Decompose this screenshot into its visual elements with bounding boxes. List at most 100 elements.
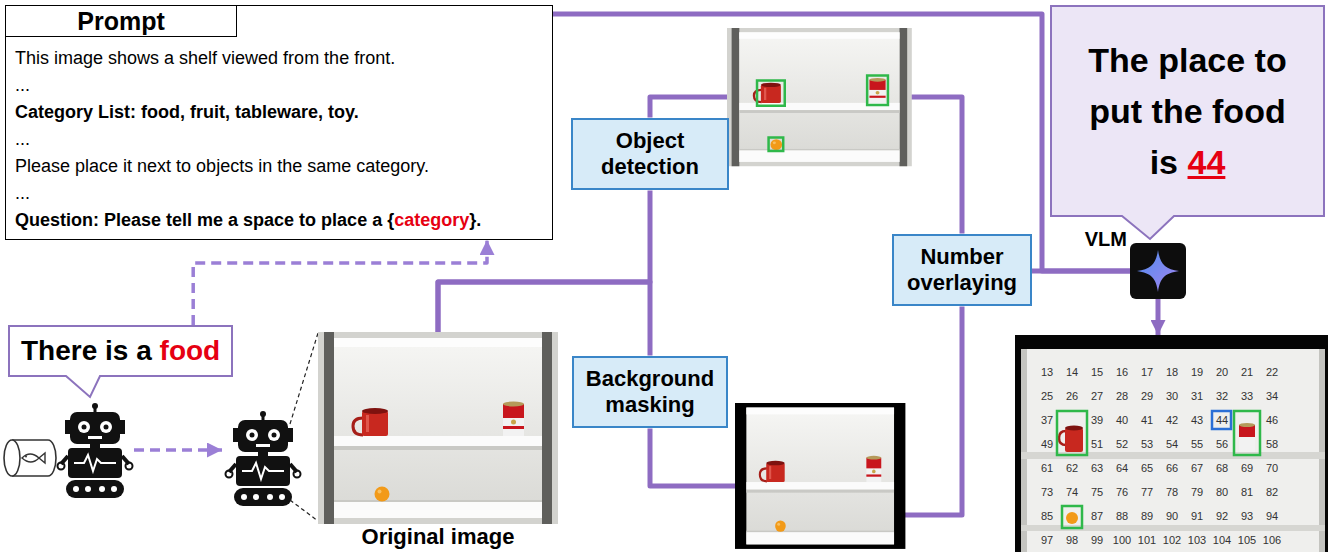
- grid-number: 74: [1066, 487, 1078, 498]
- bubble-shape: [1051, 6, 1324, 239]
- detection-box: [769, 137, 784, 151]
- grid-number: 41: [1141, 415, 1153, 426]
- prompt-heading: Prompt: [77, 7, 165, 35]
- bubble-text: There is a: [21, 335, 152, 366]
- grid-number: 53: [1141, 439, 1153, 450]
- grid-number: 25: [1041, 391, 1053, 402]
- prompt-text: Question: Please tell me a space to plac…: [15, 210, 382, 230]
- grid-number: 27: [1091, 391, 1103, 402]
- fish-eye: [25, 456, 27, 458]
- detection-box: [1057, 411, 1087, 455]
- masked-photo: [735, 403, 905, 549]
- grid-number: 75: [1091, 487, 1103, 498]
- grid-number: 70: [1266, 463, 1278, 474]
- prompt-line: Question: Please tell me a space to plac…: [15, 207, 543, 234]
- robot-icon: [58, 403, 133, 498]
- shelf-photo: [334, 338, 542, 518]
- grid-number: 68: [1216, 463, 1228, 474]
- box-label: Number overlaying: [907, 244, 1017, 295]
- grid-number: 46: [1266, 415, 1278, 426]
- grid-number: 66: [1166, 463, 1178, 474]
- grid-number: 63: [1091, 463, 1103, 474]
- answer-highlight: [1212, 411, 1231, 429]
- answer-bubble: The place to put the food is44: [1050, 5, 1325, 217]
- bubble-text: 44: [1188, 143, 1226, 181]
- orange: [1066, 512, 1078, 524]
- shelf-frame: [727, 28, 912, 166]
- model-icon: [1130, 243, 1186, 299]
- fish-symbol: [22, 453, 45, 463]
- grid-number: 55: [1191, 439, 1203, 450]
- model-label: VLM: [1085, 229, 1127, 249]
- detection-box: [757, 81, 785, 106]
- prompt-line: ...: [15, 72, 543, 99]
- connector: [1156, 299, 1161, 335]
- grid-number: 33: [1241, 391, 1253, 402]
- mug-rim: [1065, 426, 1083, 431]
- grid-number: 91: [1191, 511, 1203, 522]
- grid-number: 78: [1166, 487, 1178, 498]
- icon-ground: [1130, 243, 1186, 299]
- grid-number: 62: [1066, 463, 1078, 474]
- grid-number: 58: [1266, 439, 1278, 450]
- grid-number: 43: [1191, 415, 1203, 426]
- bubble-text: food: [160, 335, 221, 366]
- prompt-line: Category List: food, fruit, tableware, t…: [15, 99, 543, 126]
- grid-number: 80: [1216, 487, 1228, 498]
- box-label: Object detection: [601, 128, 699, 179]
- prompt-text: ...: [15, 129, 30, 149]
- connector: [553, 14, 1130, 271]
- grid-number: 56: [1216, 439, 1228, 450]
- grid-number: 73: [1041, 487, 1053, 498]
- grid-number: 65: [1141, 463, 1153, 474]
- grid-number: 54: [1166, 439, 1178, 450]
- grid-number: 34: [1266, 391, 1278, 402]
- grid-number: 29: [1141, 391, 1153, 402]
- grid-number: 87: [1091, 511, 1103, 522]
- grid-number: 42: [1166, 415, 1178, 426]
- grid-number: 104: [1213, 535, 1231, 546]
- prompt-line: This image shows a shelf viewed from the…: [15, 45, 543, 72]
- can-icon: [4, 440, 56, 476]
- vlm-icon: VLM: [1130, 243, 1186, 299]
- can-end: [4, 440, 20, 476]
- grid-number: 94: [1266, 511, 1278, 522]
- grid-number: 20: [1216, 367, 1228, 378]
- grid-number: 105: [1238, 535, 1256, 546]
- grid-number: 17: [1141, 367, 1153, 378]
- grid-number: 101: [1138, 535, 1156, 546]
- detection-box: [1234, 411, 1260, 455]
- detection-box: [1062, 506, 1082, 528]
- move-arrow: [134, 448, 222, 452]
- mug: [1065, 428, 1083, 452]
- bubble-text-block: There is a food: [21, 334, 220, 368]
- grid-number: 100: [1113, 535, 1131, 546]
- prompt-body: This image shows a shelf viewed from the…: [6, 37, 552, 239]
- prompt-line: Please place it next to objects in the s…: [15, 153, 543, 180]
- grid-number: 15: [1091, 367, 1103, 378]
- numbered-image: 1314151617181920212225262728293031323334…: [1015, 335, 1328, 552]
- speech-bubble: There is a food: [8, 325, 233, 377]
- grid-number: 52: [1116, 439, 1128, 450]
- prompt-text: {: [387, 210, 394, 230]
- bubble-shape: [9, 326, 232, 397]
- bubble-text-block: The place to put the food is44: [1063, 35, 1311, 188]
- grid-number: 39: [1091, 415, 1103, 426]
- mug-handle: [1059, 431, 1066, 445]
- grid-number: 18: [1166, 367, 1178, 378]
- grid-number: 61: [1041, 463, 1053, 474]
- prompt-text: This image shows a shelf viewed from the…: [15, 48, 395, 68]
- shelf-side: [1021, 349, 1027, 552]
- grid-number: 98: [1066, 535, 1078, 546]
- shelf-frame: [318, 332, 558, 524]
- grid-number: 90: [1166, 511, 1178, 522]
- process-box: Background masking: [572, 356, 728, 429]
- grid-number: 88: [1116, 511, 1128, 522]
- grid-number: 49: [1041, 439, 1053, 450]
- zoom-line: [290, 333, 318, 424]
- image-caption: Original image: [318, 525, 558, 549]
- grid-number: 13: [1041, 367, 1053, 378]
- grid-number: 37: [1041, 415, 1053, 426]
- prompt-tab: Prompt: [6, 6, 237, 37]
